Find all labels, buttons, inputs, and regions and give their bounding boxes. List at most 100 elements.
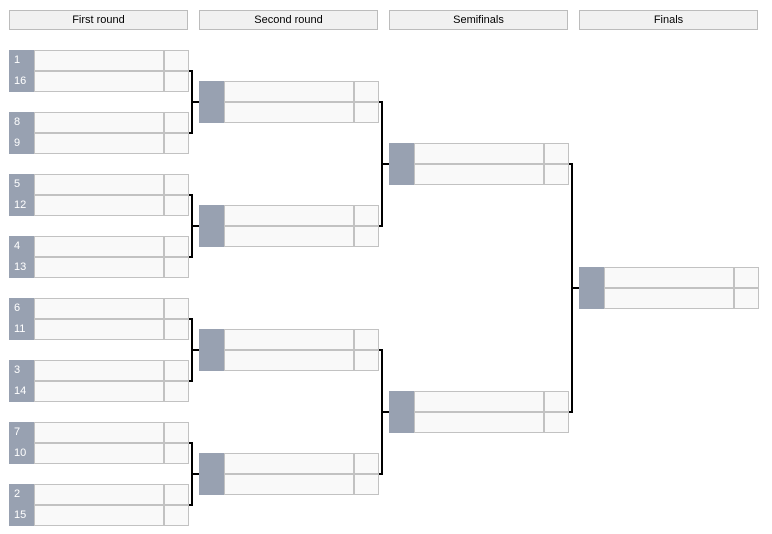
seed-number: 10 <box>9 443 34 464</box>
second-round-match-1-top-slot[interactable] <box>199 81 379 102</box>
score-field[interactable] <box>354 474 379 495</box>
team-name-field[interactable] <box>34 236 164 257</box>
team-name-field[interactable] <box>34 112 164 133</box>
score-field[interactable] <box>164 381 189 402</box>
score-field[interactable] <box>164 505 189 526</box>
team-name-field[interactable] <box>414 164 544 185</box>
team-name-field[interactable] <box>414 391 544 412</box>
team-name-field[interactable] <box>34 443 164 464</box>
score-field[interactable] <box>164 174 189 195</box>
score-field[interactable] <box>164 112 189 133</box>
second-round-match-4-top-slot[interactable] <box>199 453 379 474</box>
second-round-match-2-bottom-slot[interactable] <box>199 226 379 247</box>
score-field[interactable] <box>354 102 379 123</box>
score-field[interactable] <box>164 195 189 216</box>
finals-match-1-bottom-slot[interactable] <box>579 288 759 309</box>
score-field[interactable] <box>164 133 189 154</box>
first-round-match-6-top-slot[interactable]: 3 <box>9 360 189 381</box>
team-name-field[interactable] <box>224 205 354 226</box>
score-field[interactable] <box>164 50 189 71</box>
score-field[interactable] <box>164 360 189 381</box>
first-round-match-5-top-slot[interactable]: 6 <box>9 298 189 319</box>
finals-match-1-top-slot[interactable] <box>579 267 759 288</box>
score-field[interactable] <box>164 422 189 443</box>
connector-first-round-2 <box>189 194 199 258</box>
team-name-field[interactable] <box>604 288 734 309</box>
first-round-match-7-bottom-slot[interactable]: 10 <box>9 443 189 464</box>
score-field[interactable] <box>164 71 189 92</box>
team-name-field[interactable] <box>224 350 354 371</box>
semifinals-match-1-top-slot[interactable] <box>389 143 569 164</box>
second-round-match-3-top-slot[interactable] <box>199 329 379 350</box>
first-round-match-8-top-slot[interactable]: 2 <box>9 484 189 505</box>
score-field[interactable] <box>354 350 379 371</box>
team-name-field[interactable] <box>34 484 164 505</box>
score-field[interactable] <box>354 453 379 474</box>
team-name-field[interactable] <box>414 143 544 164</box>
team-name-field[interactable] <box>224 329 354 350</box>
seed-number <box>389 164 414 185</box>
score-field[interactable] <box>354 329 379 350</box>
team-name-field[interactable] <box>34 50 164 71</box>
team-name-field[interactable] <box>34 195 164 216</box>
team-name-field[interactable] <box>34 505 164 526</box>
team-name-field[interactable] <box>34 257 164 278</box>
semifinals-match-2-top-slot[interactable] <box>389 391 569 412</box>
score-field[interactable] <box>164 236 189 257</box>
team-name-field[interactable] <box>34 319 164 340</box>
team-name-field[interactable] <box>34 360 164 381</box>
first-round-match-3-top-slot[interactable]: 5 <box>9 174 189 195</box>
second-round-match-2-top-slot[interactable] <box>199 205 379 226</box>
team-name-field[interactable] <box>34 381 164 402</box>
team-name-field[interactable] <box>224 226 354 247</box>
first-round-match-5-bottom-slot[interactable]: 11 <box>9 319 189 340</box>
team-name-field[interactable] <box>34 174 164 195</box>
score-field[interactable] <box>734 288 759 309</box>
team-name-field[interactable] <box>34 71 164 92</box>
first-round-match-2-bottom-slot[interactable]: 9 <box>9 133 189 154</box>
score-field[interactable] <box>164 298 189 319</box>
score-field[interactable] <box>544 143 569 164</box>
seed-number: 8 <box>9 112 34 133</box>
score-field[interactable] <box>734 267 759 288</box>
score-field[interactable] <box>544 164 569 185</box>
team-name-field[interactable] <box>414 412 544 433</box>
score-field[interactable] <box>164 257 189 278</box>
score-field[interactable] <box>354 81 379 102</box>
semifinals-match-1-bottom-slot[interactable] <box>389 164 569 185</box>
team-name-field[interactable] <box>224 102 354 123</box>
second-round-match-3-bottom-slot[interactable] <box>199 350 379 371</box>
team-name-field[interactable] <box>604 267 734 288</box>
score-field[interactable] <box>164 319 189 340</box>
score-field[interactable] <box>164 484 189 505</box>
first-round-match-3-bottom-slot[interactable]: 12 <box>9 195 189 216</box>
round-header-finals: Finals <box>579 10 758 30</box>
seed-number: 4 <box>9 236 34 257</box>
score-field[interactable] <box>164 443 189 464</box>
seed-number: 14 <box>9 381 34 402</box>
second-round-match-4-bottom-slot[interactable] <box>199 474 379 495</box>
first-round-match-4-top-slot[interactable]: 4 <box>9 236 189 257</box>
team-name-field[interactable] <box>224 474 354 495</box>
team-name-field[interactable] <box>34 298 164 319</box>
second-round-match-1-bottom-slot[interactable] <box>199 102 379 123</box>
team-name-field[interactable] <box>224 81 354 102</box>
score-field[interactable] <box>354 205 379 226</box>
score-field[interactable] <box>354 226 379 247</box>
semifinals-match-2-bottom-slot[interactable] <box>389 412 569 433</box>
first-round-match-2-top-slot[interactable]: 8 <box>9 112 189 133</box>
first-round-match-1-bottom-slot[interactable]: 16 <box>9 71 189 92</box>
team-name-field[interactable] <box>224 453 354 474</box>
score-field[interactable] <box>544 412 569 433</box>
first-round-match-7-top-slot[interactable]: 7 <box>9 422 189 443</box>
seed-number: 1 <box>9 50 34 71</box>
team-name-field[interactable] <box>34 133 164 154</box>
first-round-match-1-top-slot[interactable]: 1 <box>9 50 189 71</box>
first-round-match-6-bottom-slot[interactable]: 14 <box>9 381 189 402</box>
connector-first-round-3 <box>189 318 199 382</box>
connector-second-round-1 <box>379 101 389 227</box>
first-round-match-8-bottom-slot[interactable]: 15 <box>9 505 189 526</box>
score-field[interactable] <box>544 391 569 412</box>
team-name-field[interactable] <box>34 422 164 443</box>
first-round-match-4-bottom-slot[interactable]: 13 <box>9 257 189 278</box>
